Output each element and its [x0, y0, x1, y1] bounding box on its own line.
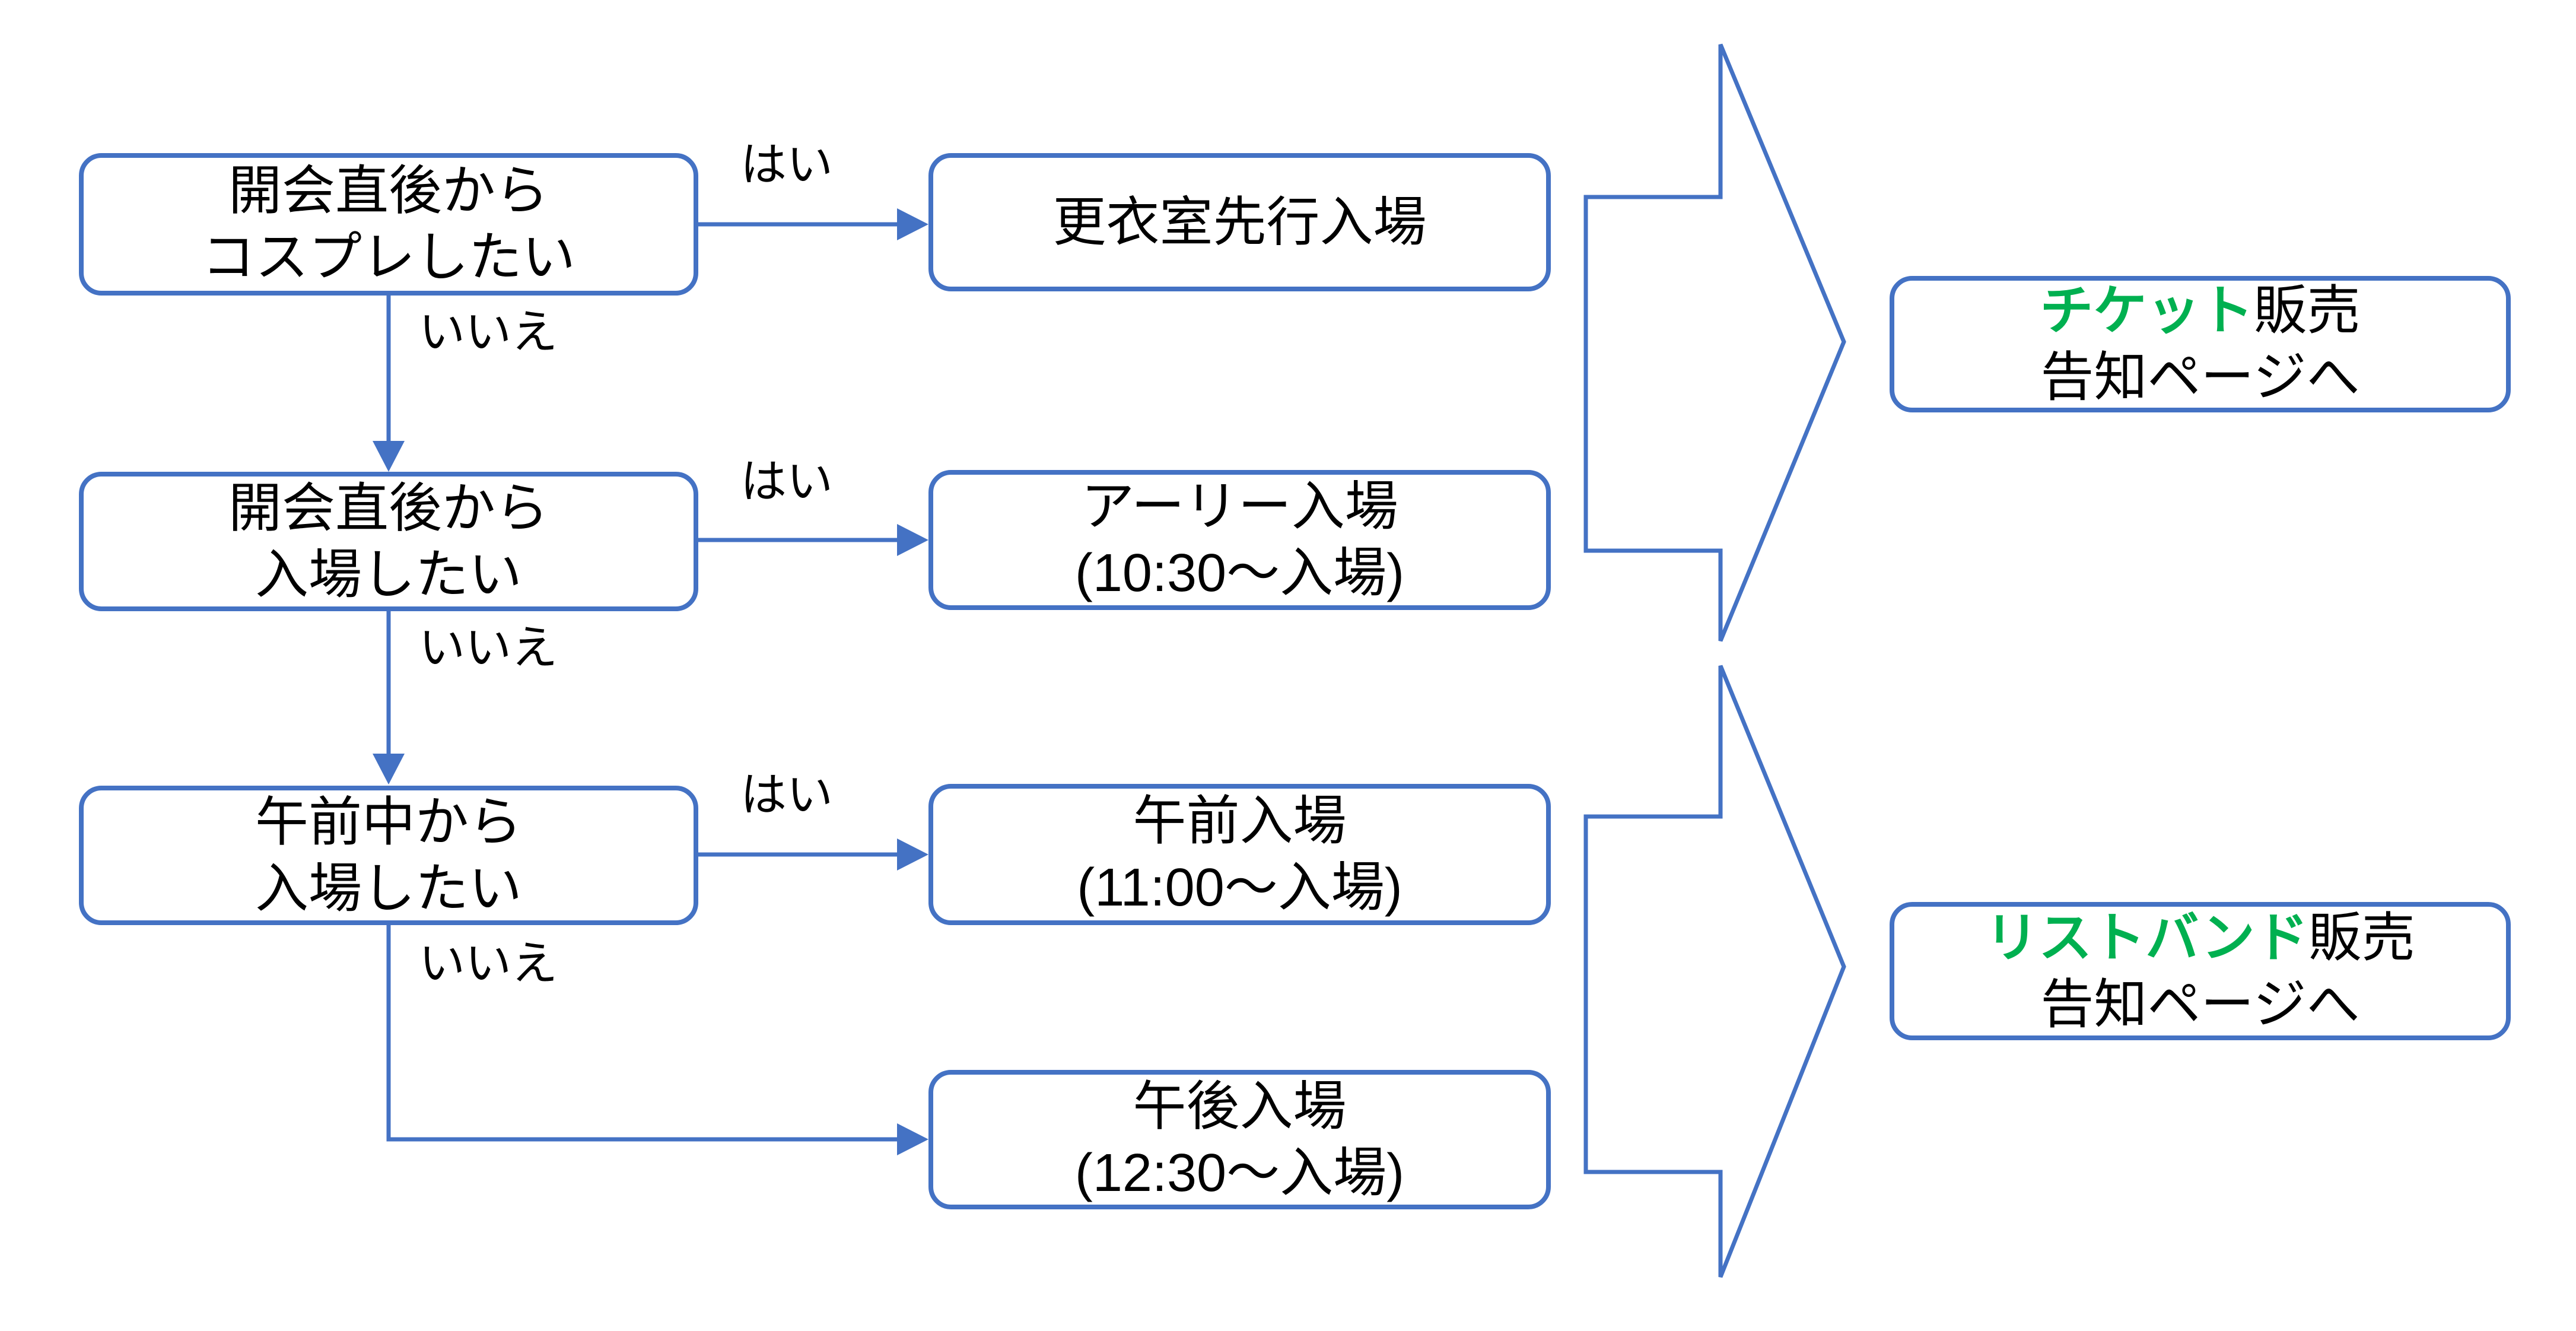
arrowhead-yes-1	[897, 208, 928, 240]
result-1-highlight: チケット	[2040, 281, 2254, 341]
question-3-line-2: 入場したい	[255, 859, 522, 919]
outcome-box-3: 午前入場 (11:00〜入場)	[928, 784, 1551, 925]
result-2-suffix: 販売	[2308, 908, 2415, 968]
arrowhead-yes-2	[897, 524, 928, 556]
result-box-ticket: チケット販売 告知ページへ	[1890, 276, 2511, 412]
arrowhead-no-1	[373, 441, 405, 472]
outcome-3-line-1: 午前入場	[1133, 792, 1347, 851]
label-yes-1: はい	[740, 138, 834, 190]
result-1-line-1: チケット販売	[2040, 278, 2361, 344]
outcome-box-2: アーリー入場 (10:30〜入場)	[928, 470, 1551, 610]
label-no-1: いいえ	[419, 306, 558, 358]
outcome-4-line-1: 午後入場	[1133, 1076, 1347, 1136]
label-yes-2: はい	[740, 455, 834, 507]
result-1-suffix: 販売	[2253, 281, 2361, 341]
arrowhead-no-3	[897, 1123, 928, 1155]
question-2-line-1: 開会直後から	[228, 478, 549, 538]
arrowhead-no-2	[373, 754, 405, 784]
arrowhead-yes-3	[897, 838, 928, 871]
outcome-2-line-2: (10:30〜入場)	[1074, 544, 1405, 603]
result-1-line-2: 告知ページへ	[2040, 348, 2360, 407]
outcome-box-4: 午後入場 (12:30〜入場)	[928, 1070, 1551, 1209]
label-no-3: いいえ	[419, 937, 558, 989]
outcome-4-line-2: (12:30〜入場)	[1074, 1143, 1405, 1203]
result-2-highlight: リストバンド	[1985, 908, 2308, 968]
connector-no-3-elbow	[386, 925, 901, 1142]
outcome-1-line-1: 更衣室先行入場	[1052, 192, 1427, 252]
question-1-line-1: 開会直後から	[228, 161, 549, 221]
result-box-wristband: リストバンド販売 告知ページへ	[1890, 902, 2511, 1040]
big-arrow-top	[1583, 43, 1846, 642]
result-2-line-2: 告知ページへ	[2040, 974, 2360, 1034]
outcome-2-line-1: アーリー入場	[1081, 477, 1398, 536]
outcome-box-1: 更衣室先行入場	[928, 153, 1551, 291]
outcome-3-line-2: (11:00〜入場)	[1077, 858, 1403, 917]
big-arrow-bottom	[1583, 665, 1846, 1278]
question-box-3: 午前中から 入場したい	[79, 786, 698, 925]
label-no-2: いいえ	[419, 621, 558, 674]
result-2-line-1: リストバンド販売	[1985, 905, 2415, 971]
question-box-1: 開会直後から コスプレしたい	[79, 153, 698, 296]
question-1-line-2: コスプレしたい	[202, 228, 575, 287]
question-box-2: 開会直後から 入場したい	[79, 472, 698, 611]
question-2-line-2: 入場したい	[255, 545, 522, 605]
label-yes-3: はい	[740, 768, 834, 821]
question-3-line-1: 午前中から	[255, 792, 522, 852]
